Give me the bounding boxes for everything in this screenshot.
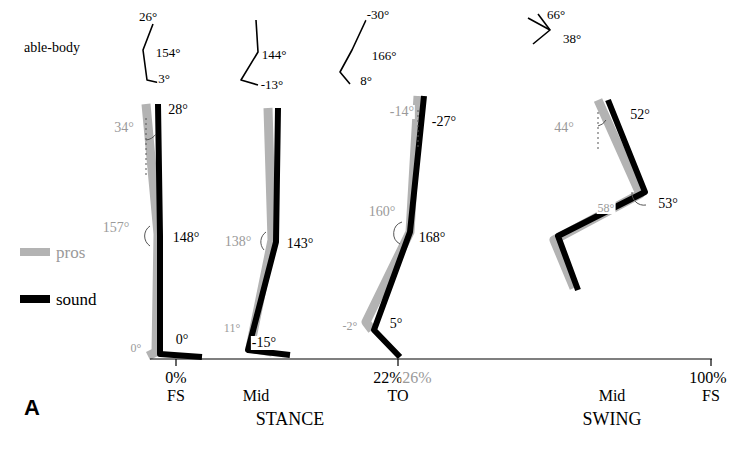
axis-label: 26%: [401, 370, 432, 386]
angle-arc: [261, 232, 266, 250]
legend-swatch: [20, 248, 50, 256]
sound-limb: [158, 96, 645, 357]
reference-line: [418, 110, 419, 150]
axis-label: FS: [166, 388, 186, 404]
angle-value: 154°: [155, 46, 182, 59]
angle-value: 44°: [553, 121, 575, 135]
reference-line: [598, 112, 599, 150]
angle-value: 26°: [138, 10, 158, 23]
angle-value: -2°: [342, 320, 359, 332]
angle-value: 157°: [102, 221, 131, 235]
pros-leg: [250, 108, 272, 352]
sound-leg: [248, 108, 290, 355]
angle-value: -15°: [251, 336, 277, 350]
angle-value: 58°: [597, 202, 616, 214]
angle-value: 3°: [157, 72, 171, 85]
axis-label: A: [23, 397, 41, 419]
axis-label: Mid: [598, 388, 627, 404]
angle-value: -14°: [389, 105, 415, 119]
axis-tick: [710, 359, 711, 366]
angle-arc: [394, 222, 402, 244]
angle-value: 166°: [371, 49, 398, 62]
axis-tick: [397, 359, 398, 366]
angle-value: 8°: [359, 74, 373, 87]
angle-value: 160°: [368, 205, 397, 219]
angle-arc: [145, 226, 150, 246]
axis-label: SWING: [582, 410, 643, 428]
angle-value: 11°: [223, 322, 241, 334]
sound-leg: [374, 96, 424, 357]
angle-value: 53°: [657, 197, 679, 211]
time-axis: [150, 359, 712, 366]
axis-label: Mid: [242, 388, 271, 404]
angle-value: 5°: [389, 317, 404, 331]
sound-leg: [158, 104, 202, 357]
legend-label: pros: [56, 244, 85, 261]
reference-line: [146, 118, 147, 175]
angle-arc: [598, 120, 606, 126]
able-body-figures: [143, 14, 550, 85]
prosthetic-limb: [146, 96, 640, 356]
axis-label: 0%: [164, 370, 187, 386]
angle-marks: [145, 110, 646, 250]
angle-value: -27°: [431, 115, 457, 129]
axis-label: 22%: [372, 370, 403, 386]
angle-value: 28°: [167, 103, 189, 117]
angle-value: 138°: [224, 235, 253, 249]
legend-label: sound: [56, 291, 97, 308]
angle-value: 52°: [629, 108, 651, 122]
axis-label: FS: [701, 388, 721, 404]
condition-label: able-body: [23, 41, 81, 55]
axis-tick: [175, 359, 176, 366]
legend-swatch: [20, 295, 50, 303]
angle-value: -30°: [366, 8, 391, 21]
angle-value: 66°: [546, 8, 566, 21]
angle-value: 34°: [113, 121, 135, 135]
angle-value: -13°: [260, 78, 285, 91]
stick-figure: [528, 18, 550, 44]
angle-value: 0°: [175, 333, 190, 347]
angle-value: 144°: [261, 48, 288, 61]
angle-value: 38°: [562, 32, 582, 45]
angle-value: 148°: [172, 231, 201, 245]
angle-arc: [632, 192, 646, 205]
axis-label: TO: [386, 388, 409, 404]
stick-figure: [241, 20, 258, 85]
angle-value: 143°: [286, 237, 315, 251]
axis-line: [150, 358, 712, 359]
axis-label: 100%: [688, 370, 727, 386]
axis-label: STANCE: [255, 410, 326, 428]
angle-value: 0°: [130, 342, 143, 354]
angle-value: 168°: [418, 231, 447, 245]
angle-arc: [146, 134, 156, 140]
